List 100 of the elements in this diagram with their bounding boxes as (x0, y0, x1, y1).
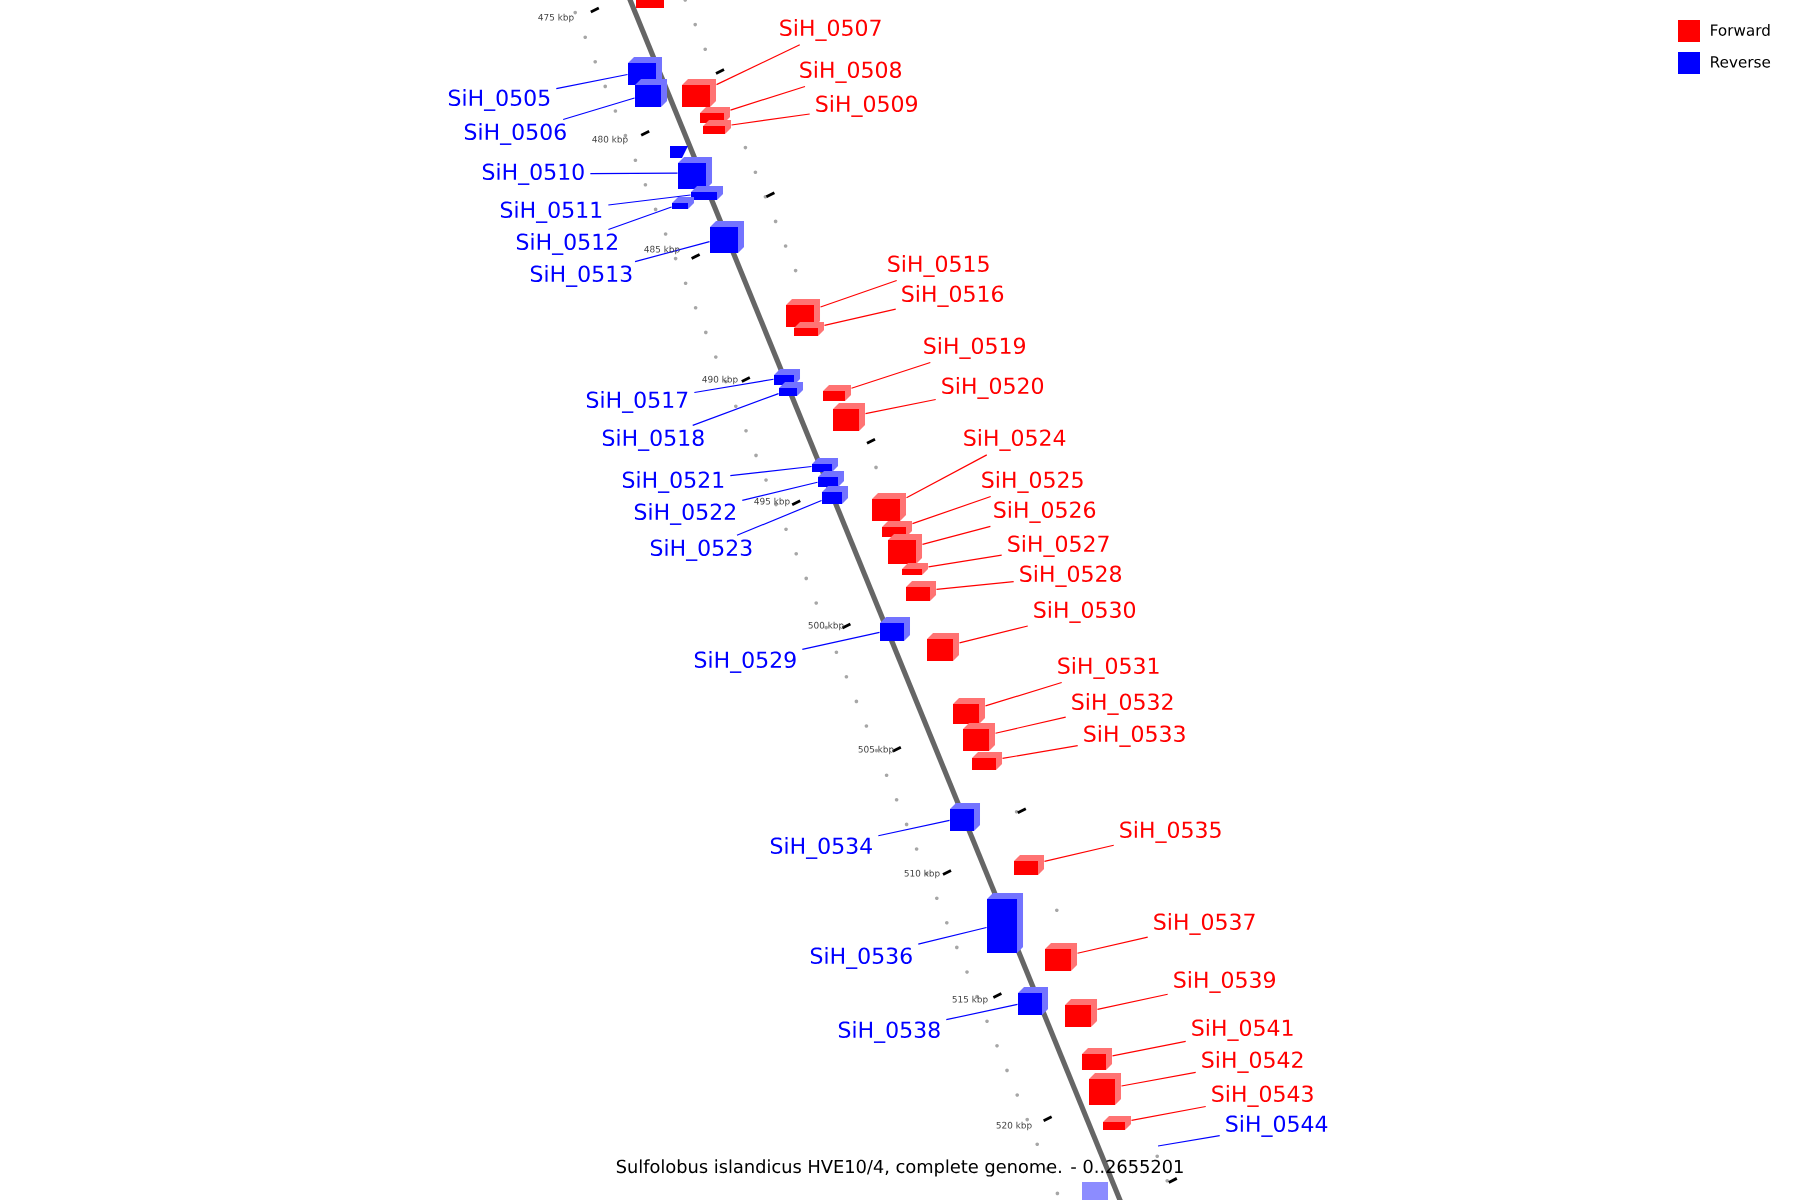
gene-block (880, 617, 910, 641)
leader-line (1111, 1040, 1187, 1057)
gene-label: SiH_0527 (1008, 535, 1109, 557)
gene-block (833, 403, 865, 431)
gene-block (1065, 999, 1097, 1027)
gene-block (888, 534, 922, 564)
gene-label: SiH_0537 (1154, 913, 1255, 935)
gene-label: SiH_0517 (586, 391, 688, 413)
leader-line (715, 44, 801, 86)
leader-line (927, 554, 1003, 568)
gene-block (691, 186, 723, 200)
leader-line (994, 716, 1067, 734)
gene-block (872, 493, 906, 521)
gene-label: SiH_0541 (1192, 1019, 1293, 1041)
gene-label: SiH_0524 (964, 429, 1066, 451)
gene-label: SiH_0523 (650, 539, 752, 561)
gene-label: SiH_0539 (1174, 971, 1275, 993)
leader-line (555, 73, 629, 90)
leader-line (917, 926, 988, 945)
gene-block (987, 893, 1023, 953)
gene-label: SiH_0510 (482, 163, 584, 185)
leader-line (730, 113, 811, 126)
leader-line (911, 495, 992, 525)
gene-block (710, 221, 744, 253)
gene-label: SiH_0513 (530, 265, 632, 287)
gene-label: SiH_0531 (1058, 657, 1159, 679)
gene-label: SiH_0506 (464, 123, 566, 145)
gene-block (953, 698, 985, 724)
leader-line (607, 194, 692, 206)
leader-line (736, 499, 823, 536)
gene-label: SiH_0536 (810, 947, 912, 969)
gene-block (882, 521, 912, 537)
gene-label: SiH_0542 (1202, 1051, 1303, 1073)
gene-block (1045, 943, 1077, 971)
gene-block (927, 633, 959, 661)
gene-label: SiH_0532 (1072, 693, 1173, 715)
gene-label: SiH_0522 (634, 503, 735, 525)
gene-label: SiH_0519 (924, 337, 1025, 359)
leader-line (729, 85, 806, 111)
gene-label: SiH_0507 (780, 19, 881, 41)
leader-line (562, 97, 636, 121)
leader-line (935, 581, 1015, 591)
gene-label: SiH_0528 (1020, 565, 1121, 587)
gene-block (779, 382, 803, 396)
gene-label: SiH_0509 (816, 95, 917, 117)
leader-line (823, 308, 897, 327)
leader-line (589, 172, 679, 175)
gene-label: SiH_0534 (770, 837, 872, 859)
gene-label: SiH_0508 (800, 61, 901, 83)
gene-block (902, 563, 928, 575)
leader-line (864, 398, 937, 415)
gene-block (950, 803, 980, 831)
gene-block (682, 79, 716, 107)
gene-label: SiH_0518 (602, 429, 704, 451)
leader-line (877, 819, 951, 837)
gene-block (818, 471, 844, 487)
gene-label: SiH_0543 (1212, 1085, 1313, 1107)
gene-block (672, 197, 694, 209)
leader-line (984, 681, 1063, 707)
gene-label: SiH_0526 (994, 501, 1096, 523)
gene-label: SiH_0538 (838, 1021, 940, 1043)
gene-label: SiH_0525 (982, 471, 1083, 493)
gene-block (703, 120, 731, 134)
leader-line (1001, 745, 1079, 759)
gene-label: SiH_0511 (500, 201, 602, 223)
gene-block (812, 458, 838, 472)
gene-label: SiH_0521 (622, 471, 724, 493)
gene-label: SiH_0530 (1034, 601, 1136, 623)
gene-block (1018, 987, 1048, 1015)
leader-line (607, 206, 673, 230)
gene-label: SiH_0505 (448, 89, 550, 111)
leader-line (692, 393, 780, 426)
gene-label: SiH_0535 (1120, 821, 1221, 843)
leader-line (819, 279, 898, 308)
leader-line (1157, 1135, 1221, 1147)
gene-label: SiH_0520 (942, 377, 1044, 399)
leader-line (850, 361, 931, 389)
gene-label: SiH_0529 (694, 651, 796, 673)
gene-label: SiH_0516 (902, 285, 1004, 307)
gene-block (972, 752, 1002, 770)
leader-line (693, 378, 775, 394)
gene-label: SiH_0515 (888, 255, 989, 277)
gene-block (1082, 1048, 1112, 1070)
gene-label: SiH_0533 (1084, 725, 1185, 747)
leader-line (1130, 1105, 1207, 1121)
leader-line (741, 481, 819, 501)
gene-block (823, 385, 851, 401)
leader-line (729, 465, 813, 477)
gene-block (794, 322, 824, 336)
leader-line (945, 1003, 1019, 1021)
gene-block (906, 581, 936, 601)
leader-line (634, 241, 711, 263)
leader-line (801, 631, 881, 650)
leader-line (1120, 1071, 1197, 1087)
gene-block (635, 79, 667, 107)
leader-line (905, 454, 988, 499)
gene-block (963, 723, 995, 751)
gene-block (1014, 855, 1044, 875)
leader-line (921, 525, 991, 545)
gene-block (1103, 1116, 1131, 1130)
